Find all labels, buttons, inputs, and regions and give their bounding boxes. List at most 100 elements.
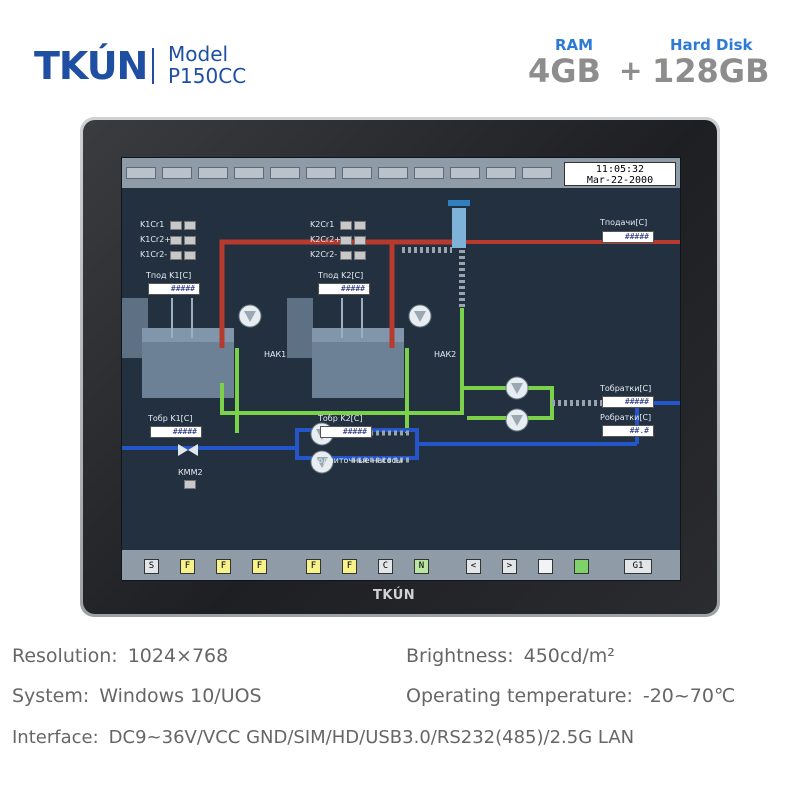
tpod-k1-label: Тпод K1[C] (146, 271, 192, 280)
bottom-button-n[interactable]: N (414, 559, 429, 574)
status-indicator (170, 221, 182, 230)
status-indicator (354, 236, 366, 245)
device-bezel: 11:05:32 Mar-22-2000 (83, 120, 717, 614)
status-indicator (170, 236, 182, 245)
k2-label-2: K2Cr2+ (310, 235, 342, 244)
interface-label: Interface: (12, 727, 99, 748)
bottom-button-f3[interactable]: F (252, 559, 267, 574)
brand-divider (152, 48, 154, 84)
model-value: P150CC (168, 64, 247, 88)
toolbar-button[interactable] (342, 167, 372, 179)
toolbar-button[interactable] (414, 167, 444, 179)
k2-label-1: K2Cr1 (310, 220, 335, 229)
spec-resolution: Resolution: 1024×768 (12, 645, 228, 667)
toolbar-button[interactable] (486, 167, 516, 179)
boiler-edge-right (287, 298, 313, 358)
kmm2-indicator (184, 480, 196, 489)
status-indicator (340, 221, 352, 230)
spec-brightness: Brightness: 450cd/m² (406, 645, 615, 667)
bezel-logo: TKÚN (373, 588, 416, 603)
clock-time: 11:05:32 (595, 164, 645, 175)
valve-kmm2-left (178, 444, 188, 456)
plus-sign: + (619, 54, 643, 87)
process-diagram (122, 200, 680, 474)
tobr-k1-value: ##### (150, 426, 202, 438)
ram-label: RAM (555, 36, 594, 54)
resolution-value: 1024×768 (127, 645, 229, 667)
status-indicator (184, 221, 196, 230)
brightness-value: 450cd/m² (523, 645, 615, 667)
tobr-k2-label: Тобр K2[C] (318, 414, 363, 423)
bottom-button-blank[interactable] (538, 559, 553, 574)
bottom-button-f1[interactable]: F (180, 559, 195, 574)
model-label: Model (168, 42, 229, 66)
k1-label-3: K1Cr2- (140, 250, 168, 259)
system-label: System: (12, 685, 90, 707)
brand-logo: TKÚN (34, 44, 148, 88)
bottom-button-s[interactable]: S (144, 559, 159, 574)
tpod-k2-label: Тпод K2[C] (318, 271, 364, 280)
spec-temperature: Operating temperature: -20~70℃ (406, 685, 735, 707)
tobratki-value: ##### (602, 396, 654, 408)
status-indicator (354, 251, 366, 260)
top-toolbar: 11:05:32 Mar-22-2000 (122, 158, 680, 188)
toolbar-button[interactable] (306, 167, 336, 179)
status-indicator (184, 236, 196, 245)
toolbar-button[interactable] (126, 167, 156, 179)
spec-interface: Interface: DC9~36V/VCC GND/SIM/HD/USB3.0/… (12, 727, 634, 748)
kmm2-label: КММ2 (178, 468, 203, 477)
tobratki-label: Тобратки[C] (600, 384, 652, 393)
tpodachi-label: Тподачи[C] (600, 218, 648, 227)
toolbar-button[interactable] (522, 167, 552, 179)
interface-value: DC9~36V/VCC GND/SIM/HD/USB3.0/RS232(485)… (108, 727, 635, 748)
status-indicator (184, 251, 196, 260)
robratki-label: Робратки[C] (600, 413, 652, 422)
bottom-button-f2[interactable]: F (216, 559, 231, 574)
temperature-value: -20~70℃ (642, 685, 736, 707)
valve-kmm2-right (188, 444, 198, 456)
k1-label-1: K1Cr1 (140, 220, 165, 229)
toolbar-button[interactable] (162, 167, 192, 179)
clock-display: 11:05:32 Mar-22-2000 (564, 162, 676, 186)
disk-label: Hard Disk (670, 36, 753, 54)
bottom-button-green[interactable] (574, 559, 589, 574)
bottom-button-prev[interactable]: < (466, 559, 481, 574)
spec-system: System: Windows 10/UOS (12, 685, 262, 707)
status-indicator (340, 236, 352, 245)
disk-value: 128GB (652, 52, 770, 90)
bottom-button-f5[interactable]: F (342, 559, 357, 574)
scada-screen: 11:05:32 Mar-22-2000 (121, 157, 681, 581)
panel-pc-device: 11:05:32 Mar-22-2000 (80, 117, 720, 617)
toolbar-button[interactable] (378, 167, 408, 179)
resolution-label: Resolution: (12, 645, 118, 667)
tpodachi-value: ##### (602, 231, 654, 243)
toolbar-button[interactable] (234, 167, 264, 179)
makeup-pumps-label: Подпиточные насосы (312, 456, 403, 465)
tobr-k1-label: Тобр K1[C] (148, 414, 193, 423)
hot-pipe-1 (219, 239, 402, 284)
system-value: Windows 10/UOS (99, 685, 262, 707)
g1-button[interactable]: G1 (624, 559, 652, 574)
toolbar-button[interactable] (270, 167, 300, 179)
k1-label-2: K1Cr2+ (140, 235, 172, 244)
tobr-k2-value: ##### (320, 426, 372, 438)
tpod-k2-value: ##### (318, 283, 370, 295)
nak2-label: НАК2 (434, 350, 457, 359)
supply-valve (452, 208, 466, 248)
tpod-k1-value: ##### (148, 283, 200, 295)
bottom-button-next[interactable]: > (502, 559, 517, 574)
status-indicator (340, 251, 352, 260)
ram-value: 4GB (528, 52, 601, 90)
brightness-label: Brightness: (406, 645, 514, 667)
makeup-pipe (122, 428, 419, 460)
toolbar-button[interactable] (450, 167, 480, 179)
clock-date: Mar-22-2000 (586, 175, 654, 186)
k2-label-3: K2Cr2- (310, 250, 338, 259)
temperature-label: Operating temperature: (406, 685, 633, 707)
bottom-button-f4[interactable]: F (306, 559, 321, 574)
toolbar-button[interactable] (198, 167, 228, 179)
status-indicator (170, 251, 182, 260)
robratki-value: ##.# (602, 425, 654, 437)
bottom-toolbar: S F F F F F C N < > G1 (122, 550, 680, 580)
bottom-button-c[interactable]: C (378, 559, 393, 574)
